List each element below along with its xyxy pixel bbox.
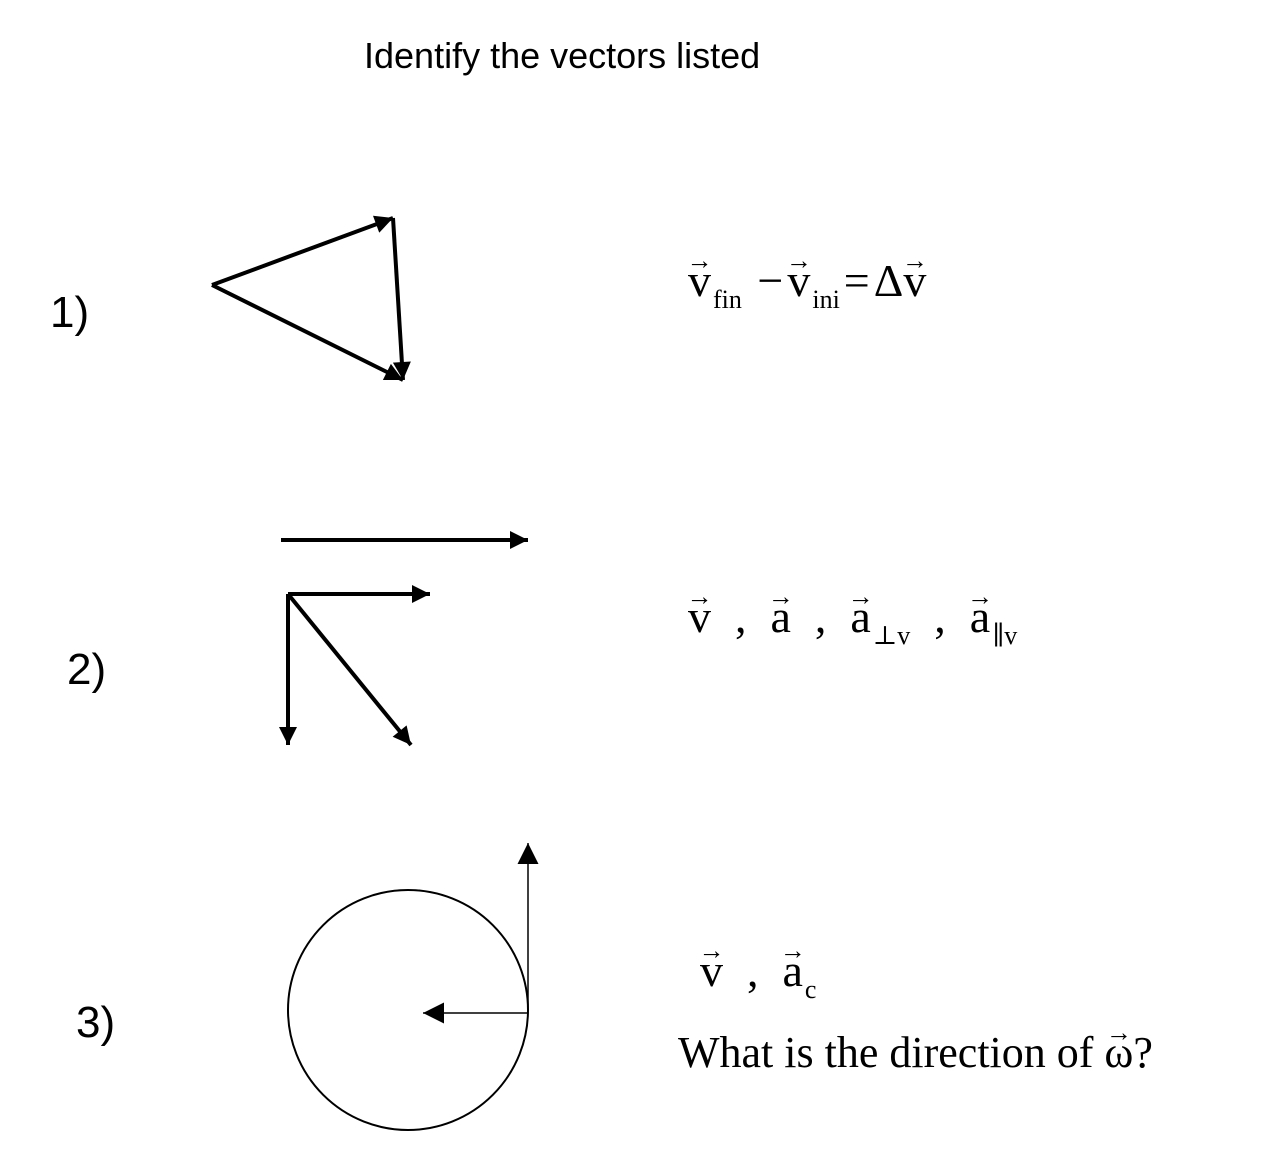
vector-arrow-mark: →: [686, 246, 713, 275]
circle-path: [287, 889, 529, 1131]
subscript-c: c: [804, 975, 817, 1004]
subscript-fin: fin: [713, 285, 742, 314]
vector-v: →v: [901, 246, 928, 306]
vector-arrow-2-diagonal: [286, 592, 413, 747]
vector-arrow-1c: [211, 283, 404, 382]
formula-delta-v: →vfin −→vini=Δ→v: [686, 246, 928, 325]
diagram-3-circular-motion: [287, 843, 539, 1131]
vector-arrow-1a: [211, 215, 394, 287]
omega-direction-question: What is the direction of →ω?: [678, 1018, 1153, 1078]
question-number-1: 1): [50, 288, 90, 337]
question-mark: ?: [1133, 1028, 1153, 1077]
diagram-1-vector-triangle: [211, 215, 411, 382]
comma-separator: ,: [735, 591, 747, 642]
page-title: Identify the vectors listed: [364, 35, 761, 76]
vector-a-perp: →a: [847, 582, 874, 642]
comma-separator: ,: [814, 591, 827, 642]
delta-symbol: Δ: [873, 255, 904, 306]
vector-v-fin: →v: [686, 246, 713, 306]
diagram-2-velocity-acceleration: [279, 531, 528, 747]
subscript-ini: ini: [812, 285, 840, 314]
vector-v: →v: [698, 936, 725, 996]
comma-separator: ,: [934, 591, 946, 642]
comma-separator: ,: [747, 945, 759, 996]
minus-sign: −: [757, 255, 784, 306]
vector-a: →a: [767, 582, 794, 642]
vector-arrow-1b: [391, 217, 411, 381]
vector-v-ini: →v: [785, 246, 812, 306]
vector-v: →v: [686, 582, 713, 642]
equals-sign: =: [843, 255, 870, 306]
question-text: What is the direction of: [678, 1028, 1105, 1077]
question-number-3: 3): [76, 998, 116, 1047]
subscript-perp-v: ⊥v: [872, 621, 911, 650]
vector-a-par: →a: [967, 582, 993, 642]
vector-a-c: →a: [779, 936, 806, 996]
formula-v-ac: →v, →ac: [698, 936, 817, 1015]
subscript-par-v: ∥v: [992, 621, 1018, 650]
vector-omega: →ω: [1104, 1018, 1134, 1078]
question-number-2: 2): [67, 645, 107, 694]
formula-vector-list: →v,→a,→a⊥v,→a∥v: [686, 582, 1018, 661]
